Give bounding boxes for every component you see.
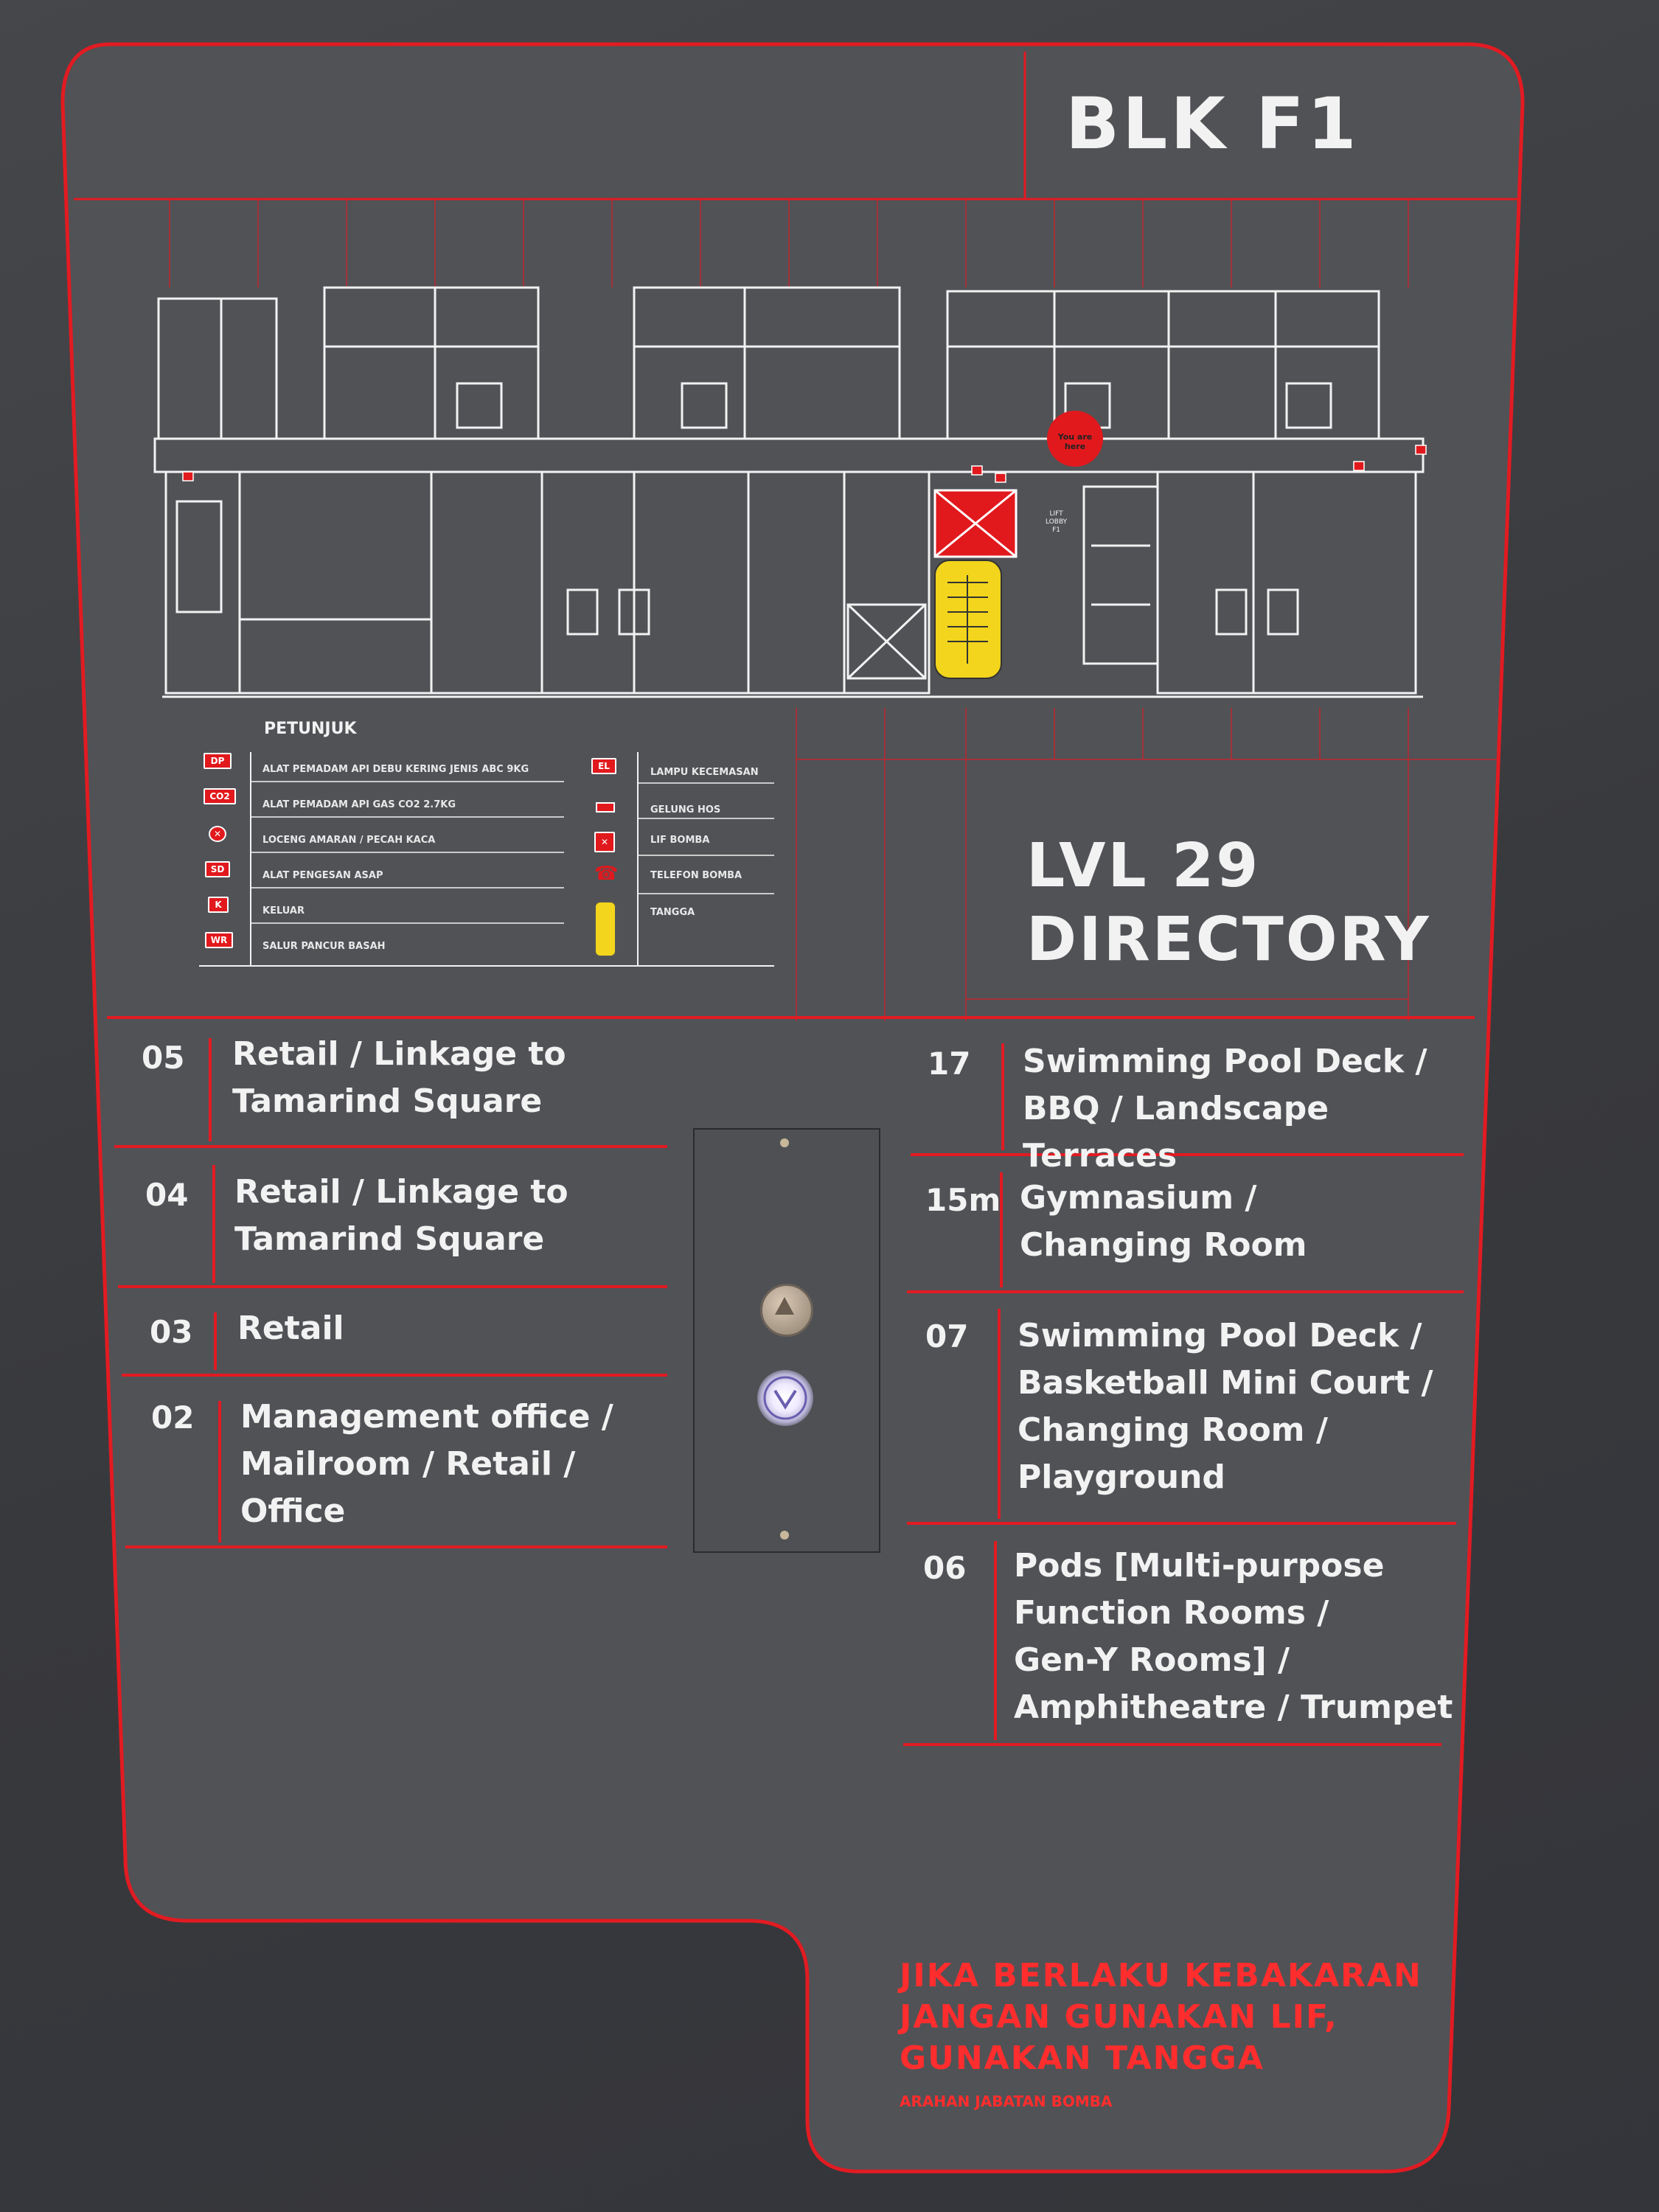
dry-powder-extinguisher-badge: DP — [204, 753, 232, 769]
floor-description: Swimming Pool Deck / BBQ / Landscape Ter… — [1023, 1038, 1480, 1180]
lift-up-button[interactable] — [760, 1284, 813, 1337]
floor-description-line: Gen-Y Rooms] / — [1014, 1641, 1290, 1679]
floor-description-line: Pods [Multi-purpose — [1014, 1547, 1385, 1585]
bottom-units — [162, 470, 1423, 698]
floor-description-line: Retail / Linkage to — [232, 1035, 566, 1073]
legend-title: PETUNJUK — [264, 720, 357, 738]
floor-description-line: Amphitheatre / Trumpet — [1014, 1688, 1453, 1726]
floor-description: Retail / Linkage to Tamarind Square — [234, 1169, 677, 1263]
exit-badge: K — [208, 897, 229, 913]
floor-description-line: Gymnasium / — [1020, 1179, 1257, 1217]
fire-lift-icon: ✕ — [594, 832, 615, 852]
floor-description-line: Office — [240, 1492, 346, 1530]
legend-item-label: ALAT PEMADAM API GAS CO2 2.7KG — [262, 799, 456, 810]
map-grid — [169, 199, 1497, 1021]
floor-plan — [153, 286, 1425, 698]
lift-lobby-line: F1 — [1052, 526, 1061, 534]
legend-item-label: TANGGA — [650, 907, 695, 918]
wet-riser-badge: WR — [205, 932, 233, 948]
fire-lift — [933, 489, 1018, 558]
fire-warning-line: JIKA BERLAKU KEBAKARAN — [900, 1957, 1422, 1994]
floor-description-line: Retail — [237, 1310, 344, 1347]
directory-title: LVL 29 DIRECTORY — [1026, 830, 1431, 977]
legend-item-label: ALAT PENGESAN ASAP — [262, 870, 383, 881]
floor-description: Gymnasium / Changing Room — [1020, 1175, 1462, 1269]
you-are-here-label: You are here — [1057, 432, 1093, 451]
fire-warning: JIKA BERLAKU KEBAKARAN JANGAN GUNAKAN LI… — [900, 1955, 1422, 2079]
directory-title-level: LVL 29 — [1026, 831, 1261, 901]
floor-description-line: Swimming Pool Deck / — [1023, 1043, 1427, 1080]
floor-description-line: Function Rooms / — [1014, 1594, 1329, 1632]
floor-description-line: Tamarind Square — [234, 1220, 545, 1258]
smoke-detector-badge: SD — [205, 861, 230, 877]
floor-description: Pods [Multi-purpose Function Rooms / Gen… — [1014, 1543, 1456, 1731]
panel-screw — [780, 1531, 789, 1540]
floor-description-line: Management office / — [240, 1398, 613, 1436]
co2-extinguisher-badge: CO2 — [204, 788, 236, 804]
floor-description-line: BBQ / Landscape Terraces — [1023, 1090, 1329, 1175]
legend-item-label: LAMPU KECEMASAN — [650, 767, 759, 778]
block-label: BLK F1 — [1065, 83, 1360, 165]
floor-number: 06 — [923, 1550, 967, 1586]
lift-lobby-line: LIFT — [1049, 510, 1063, 518]
staircase-icon — [594, 901, 616, 957]
legend-item-label: GELUNG HOS — [650, 804, 721, 815]
up-arrow-icon — [775, 1297, 794, 1315]
floor-description-line: Retail / Linkage to — [234, 1173, 568, 1211]
floor-description-line: Playground — [1018, 1458, 1225, 1496]
panel-screw — [780, 1138, 789, 1147]
lift-lobby-label: LIFT LOBBY F1 — [1046, 510, 1067, 535]
floor-number: 02 — [151, 1399, 195, 1436]
fire-warning-source: ARAHAN JABATAN BOMBA — [900, 2093, 1113, 2110]
floor-description: Retail — [237, 1305, 680, 1352]
legend-item-label: TELEFON BOMBA — [650, 870, 742, 881]
you-are-here-marker — [1047, 411, 1103, 467]
alarm-bell-icon: ✕ — [209, 826, 226, 842]
floor-number: 03 — [150, 1314, 193, 1350]
floor-description-line: Changing Room / — [1018, 1411, 1328, 1449]
emergency-light-badge: EL — [591, 758, 616, 774]
legend-item-label: LIF BOMBA — [650, 835, 710, 846]
floor-description-line: Changing Room — [1020, 1226, 1307, 1264]
down-arrow-icon — [763, 1376, 807, 1420]
legend-row-lines — [251, 781, 774, 924]
hose-reel-icon — [596, 802, 615, 813]
floor-number: 07 — [925, 1318, 969, 1354]
floor-number: 17 — [928, 1046, 971, 1082]
lift-call-panel — [693, 1128, 880, 1553]
floor-description-line: Swimming Pool Deck / — [1018, 1317, 1422, 1354]
lift-lobby-line: LOBBY — [1046, 518, 1068, 526]
directory-title-text: DIRECTORY — [1026, 905, 1431, 975]
floor-description-line: Basketball Mini Court / — [1018, 1364, 1433, 1402]
directory-dividers — [107, 1016, 1475, 1746]
floor-number: 04 — [145, 1177, 189, 1213]
legend-item-label: SALUR PANCUR BASAH — [262, 941, 386, 952]
floor-number: 05 — [142, 1040, 185, 1076]
fire-warning-line: GUNAKAN TANGGA — [900, 2039, 1265, 2077]
floor-description-line: Mailroom / Retail / — [240, 1445, 576, 1483]
floor-description-line: Tamarind Square — [232, 1082, 543, 1120]
legend-item-label: LOCENG AMARAN / PECAH KACA — [262, 835, 436, 846]
floor-description: Management office / Mailroom / Retail / … — [240, 1394, 683, 1535]
safety-markers — [182, 445, 1427, 483]
top-units — [157, 286, 1380, 440]
lift-down-button[interactable] — [757, 1370, 813, 1426]
legend-item-label: ALAT PEMADAM API DEBU KERING JENIS ABC 9… — [262, 764, 529, 775]
legend-frame — [199, 752, 774, 967]
floor-number: 15m — [925, 1182, 1001, 1218]
header-frame — [74, 52, 1519, 201]
fire-phone-icon: ☎ — [594, 863, 619, 885]
floor-description: Swimming Pool Deck / Basketball Mini Cou… — [1018, 1312, 1460, 1501]
staircase — [934, 560, 1002, 679]
fire-warning-line: JANGAN GUNAKAN LIF, — [900, 1998, 1338, 2036]
legend-item-label: KELUAR — [262, 905, 305, 917]
floor-description: Retail / Linkage to Tamarind Square — [232, 1031, 675, 1125]
